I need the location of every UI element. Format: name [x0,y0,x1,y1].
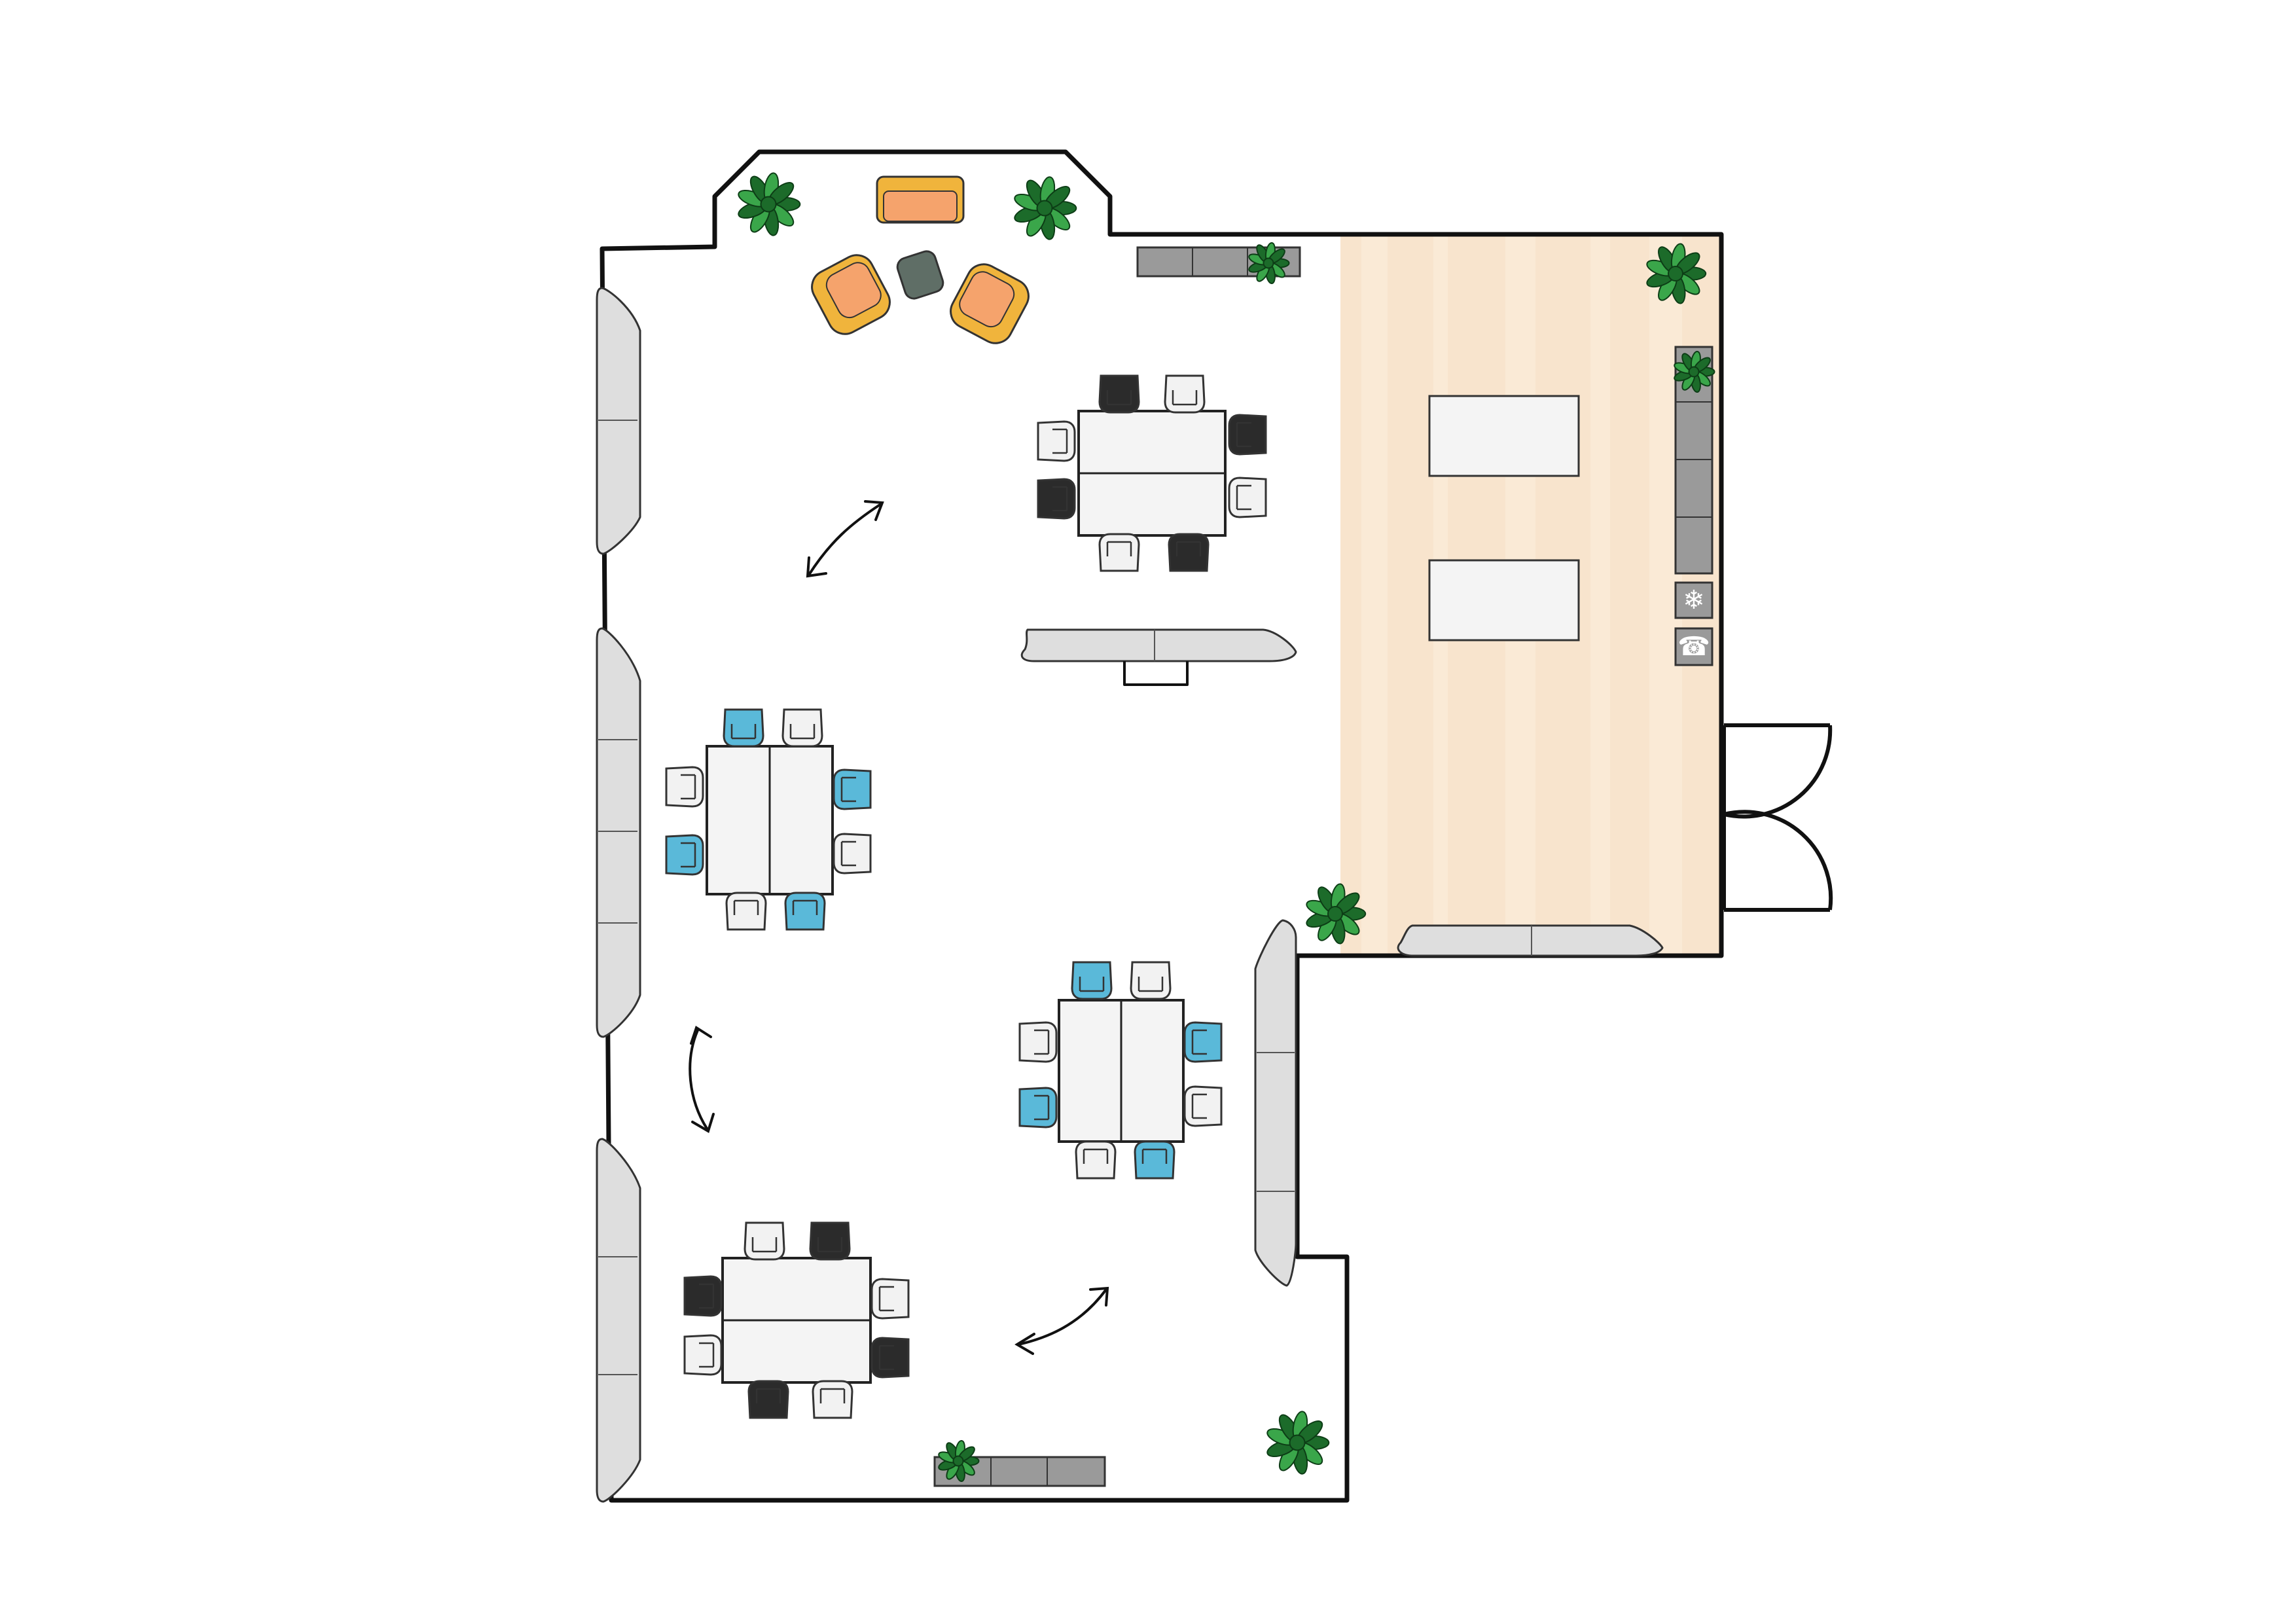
chair [1134,1140,1175,1180]
plant-icon [738,172,801,236]
lounge-pouf [896,250,944,300]
mobile-whiteboard-center [1020,628,1297,686]
chair [784,892,826,931]
chair [1164,374,1206,414]
pinboard-lower-left [596,1138,641,1503]
chair [1071,961,1113,1000]
chair [1098,374,1140,414]
snowflake-icon: ❄ [1683,585,1705,615]
chair [683,1275,723,1317]
plant-icon [1674,350,1715,393]
chair [1018,1021,1058,1063]
pinboard-upper-left [596,287,641,555]
chair [1018,1087,1058,1128]
lounge-armchair-right [950,263,1030,344]
plant-icon [1248,242,1290,285]
projection-screen-lower [1428,559,1580,641]
chair [1098,533,1140,572]
room-walls [600,149,1724,1503]
chair [665,834,704,876]
chair [1183,1085,1223,1127]
double-door[interactable] [1722,723,1833,912]
mobile-whiteboard-stage [1397,924,1664,957]
lounge-sofa [876,175,965,224]
chair [1228,477,1267,518]
arrow-top-left [806,500,884,578]
climate-control-box[interactable]: ❄ [1674,581,1713,619]
plant-icon [1646,243,1707,304]
chair [725,892,767,931]
pinboard-middle-left [596,627,641,1038]
chair [781,708,823,748]
floor-areas [602,152,1721,1500]
chair [1130,961,1172,1000]
chair [683,1334,723,1376]
chair [1168,533,1210,572]
table-group-top-right [1077,410,1227,537]
arrow-middle-left [689,1025,715,1133]
control-panel-box[interactable]: ☎ [1674,627,1713,666]
plant-icon [1014,176,1077,240]
projection-screen-upper [1428,395,1580,477]
chair [1037,478,1076,520]
chair [665,766,704,808]
chair [833,768,872,810]
arrow-bottom-middle [1014,1286,1109,1355]
lounge-armchair-left [811,254,891,335]
table-group-middle-right [1058,999,1185,1143]
control-panel-icon: ☎ [1677,632,1710,662]
chair [1037,420,1076,462]
chair [1183,1021,1223,1063]
pinboard-right-partition [1254,919,1297,1287]
chairs [665,374,1267,1419]
chair [723,708,764,748]
chair [833,833,872,875]
chair [870,1337,910,1379]
plant-icon [1306,883,1367,945]
table-group-middle-left [706,745,834,895]
chair [1075,1140,1117,1180]
plants [738,172,1715,1483]
chair [812,1380,853,1419]
table-group-bottom-left [721,1257,872,1384]
chair [870,1278,910,1320]
chair [747,1380,789,1419]
left-wall-pinboards [596,287,641,1503]
plant-icon [938,1439,980,1483]
chair [744,1221,785,1261]
plant-icon [1266,1411,1330,1475]
chair [1228,414,1267,456]
chair [809,1221,851,1261]
